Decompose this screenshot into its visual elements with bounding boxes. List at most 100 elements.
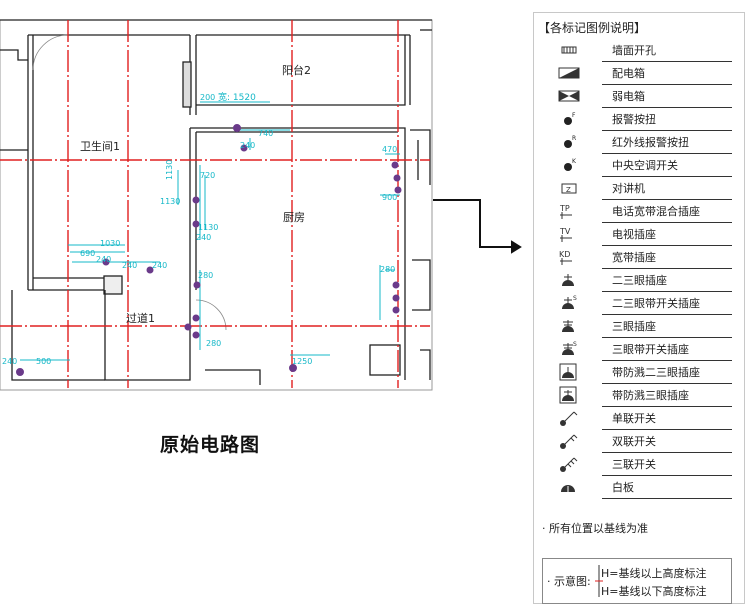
dim-label: 240 [196, 233, 211, 242]
dim-label: 240 [122, 261, 137, 270]
tv-socket-icon: TV [559, 227, 572, 242]
splashproof-three-pin-socket-icon [559, 386, 577, 404]
dimension-lines [20, 101, 400, 361]
dim-label: 240 [96, 255, 111, 264]
room-balcony: 阳台2 [282, 63, 311, 77]
height-above-label: H=基线以上高度标注 [601, 567, 707, 580]
legend-label: 中央空调开关 [612, 159, 678, 172]
legend-label: 三眼带开关插座 [612, 343, 689, 356]
legend-label: 三联开关 [612, 458, 656, 471]
legend-label: 报警按扭 [612, 113, 656, 126]
double-switch-icon [560, 434, 578, 449]
diagram-label: · 示意图: [547, 575, 591, 588]
legend-label: 电话宽带混合插座 [612, 205, 700, 218]
single-switch-icon [560, 411, 578, 426]
infrared-alarm-button-icon: R [564, 135, 576, 148]
svg-text:Z: Z [566, 186, 571, 194]
height-below-label: H=基线以下高度标注 [601, 585, 707, 598]
dim-label: 1130 [160, 197, 180, 206]
legend-panel: 【各标记图例说明】 墙面开孔 配电箱 弱电箱 F 报警按扭 R 红外线报警按扭 … [533, 12, 745, 604]
device-markers [16, 124, 402, 376]
legend-item: KD 宽带插座 [546, 246, 732, 269]
splashproof-two-three-pin-socket-icon [559, 363, 577, 381]
legend-item: 配电箱 [546, 62, 732, 85]
legend-item: 三联开关 [546, 453, 732, 476]
legend-item: R 红外线报警按扭 [546, 131, 732, 154]
legend-item: 二三眼插座 [546, 269, 732, 292]
legend-label: 墙面开孔 [612, 44, 656, 57]
three-pin-switched-socket-icon: S [562, 341, 577, 355]
dim-label: 1250 [292, 357, 312, 366]
legend-title: 【各标记图例说明】 [538, 21, 647, 35]
two-three-pin-socket-icon [562, 274, 574, 286]
dim-label: 240 [152, 261, 167, 270]
triple-switch-icon [560, 457, 578, 472]
diagram-caption: 原始电路图 [160, 434, 261, 456]
dim-label: 1130 [165, 160, 174, 180]
room-bathroom: 卫生间1 [80, 139, 120, 153]
legend-item: F 报警按扭 [546, 108, 732, 131]
svg-text:F: F [572, 112, 576, 119]
floor-plan: 阳台2 卫生间1 厨房 过道1 200 宽: 1520 740 240 470 … [0, 19, 522, 391]
legend-item: K 中央空调开关 [546, 154, 732, 177]
svg-text:TV: TV [559, 227, 571, 236]
dim-label: 1130 [198, 223, 218, 232]
dim-label: 720 [200, 171, 215, 180]
weak-current-box-icon [558, 90, 580, 102]
dim-label: 240 [240, 141, 255, 150]
legend-label: 三眼插座 [612, 320, 656, 333]
legend-label: 对讲机 [612, 182, 645, 195]
door-swings [32, 34, 227, 331]
legend-item: 双联开关 [546, 430, 732, 453]
legend-label: 带防溅二三眼插座 [612, 366, 700, 379]
svg-text:TP: TP [559, 204, 570, 213]
dim-label: 900 [382, 193, 397, 202]
dim-label: 740 [258, 129, 273, 138]
room-kitchen: 厨房 [283, 211, 305, 224]
legend-label: 单联开关 [612, 412, 656, 425]
legend-label: 弱电箱 [612, 90, 645, 103]
svg-text:KD: KD [559, 250, 570, 259]
arrow-to-legend [433, 199, 522, 254]
legend-item: 三眼插座 [546, 315, 732, 338]
phone-broadband-socket-icon: TP [559, 204, 572, 219]
legend-item: 白板 [546, 476, 732, 499]
legend-label: 宽带插座 [612, 251, 656, 264]
legend-item: S 二三眼带开关插座 [546, 292, 732, 315]
room-corridor: 过道1 [126, 311, 155, 325]
legend-item: S 三眼带开关插座 [546, 338, 732, 361]
legend-item: 带防溅二三眼插座 [546, 361, 732, 384]
svg-text:R: R [572, 135, 576, 142]
dim-label: 280 [380, 265, 395, 274]
distribution-box-icon [558, 67, 580, 79]
legend-item: 带防溅三眼插座 [546, 384, 732, 407]
legend-item: 单联开关 [546, 407, 732, 430]
dim-label: 1030 [100, 239, 120, 248]
dim-label: 280 [206, 339, 221, 348]
intercom-icon: Z [561, 183, 577, 194]
broadband-socket-icon: KD [559, 250, 572, 265]
dim-label: 690 [80, 249, 95, 258]
legend-label: 配电箱 [612, 67, 645, 80]
dim-label: 500 [36, 357, 51, 366]
legend-label: 双联开关 [612, 435, 656, 448]
central-ac-switch-icon: K [564, 158, 577, 171]
legend-item: TP 电话宽带混合插座 [546, 200, 732, 223]
legend-item: 弱电箱 [546, 85, 732, 108]
walls [0, 19, 433, 391]
legend-item: 墙面开孔 [546, 39, 732, 62]
height-bracket [595, 565, 603, 597]
three-pin-socket-icon [562, 320, 574, 332]
legend-label: 白板 [612, 481, 634, 494]
svg-text:K: K [572, 158, 577, 165]
legend-label: 电视插座 [612, 228, 656, 241]
legend-item: TV 电视插座 [546, 223, 732, 246]
legend-label: 二三眼带开关插座 [612, 297, 700, 310]
height-diagram-box: · 示意图: H=基线以上高度标注 H=基线以下高度标注 [542, 558, 732, 604]
legend-item: Z 对讲机 [546, 177, 732, 200]
svg-text:S: S [573, 341, 577, 348]
legend-label: 红外线报警按扭 [612, 136, 689, 149]
dim-label: 宽: 1520 [218, 91, 256, 103]
dim-label: 200 [200, 93, 215, 102]
wall-hole-icon [561, 46, 577, 54]
